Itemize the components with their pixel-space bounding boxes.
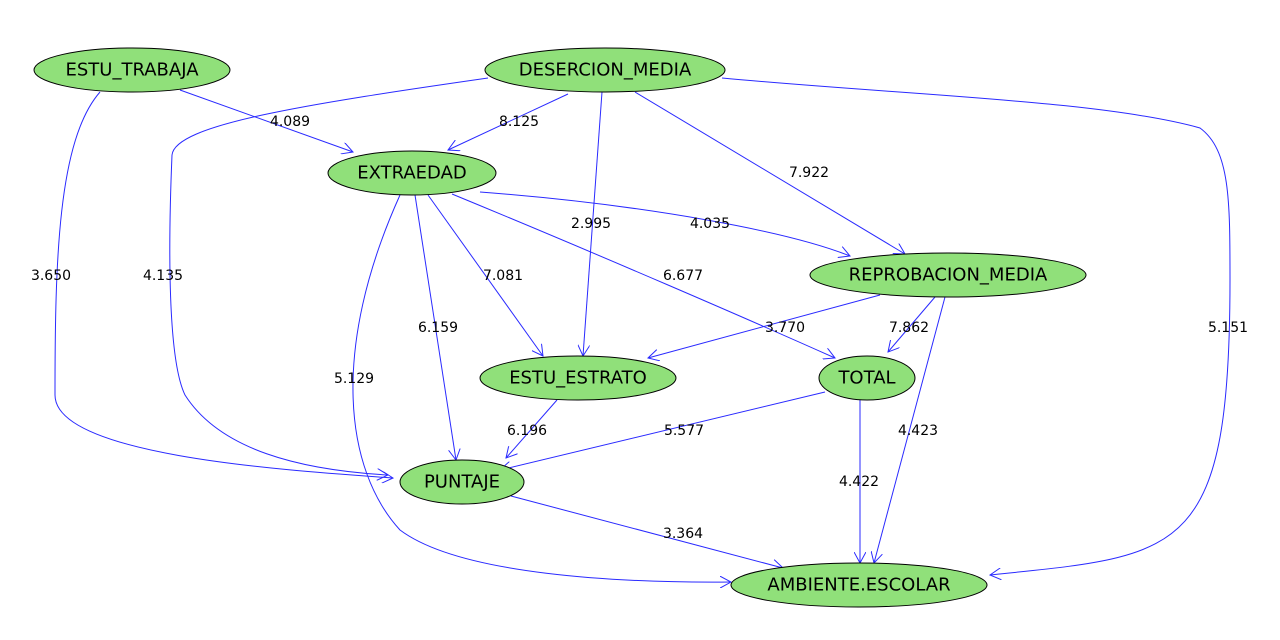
edge-total-to-puntaje <box>500 391 826 470</box>
edge-reprobacion_media-to-total <box>888 296 936 352</box>
edge-weight-label: 7.081 <box>483 268 523 284</box>
edge-weight-label: 4.423 <box>898 423 938 439</box>
node-label: TOTAL <box>837 368 895 389</box>
edge-desercion_media-to-reprobacion_media <box>634 91 905 254</box>
edge-weight-label: 3.650 <box>31 268 71 284</box>
node-label: DESERCION_MEDIA <box>519 60 692 81</box>
edge-reprobacion_media-to-ambiente_escolar <box>874 296 946 563</box>
edge-weight-label: 6.677 <box>663 268 703 284</box>
edge-desercion_media-to-estu_estrato <box>583 91 603 356</box>
edge-desercion_media-to-extraedad <box>448 93 569 150</box>
edge-weight-label: 3.364 <box>663 526 703 542</box>
edge-estu_estrato-to-puntaje <box>506 399 558 458</box>
node-estu_estrato: ESTU_ESTRATO <box>479 355 677 401</box>
node-ellipse <box>818 355 916 401</box>
edge-weight-label: 3.770 <box>765 320 805 336</box>
edge-puntaje-to-ambiente_escolar <box>510 495 783 568</box>
node-total: TOTAL <box>818 355 916 401</box>
edge-weight-label: 7.862 <box>889 320 929 336</box>
node-label: EXTRAEDAD <box>357 163 467 184</box>
node-ellipse <box>484 47 726 93</box>
node-estu_trabaja: ESTU_TRABAJA <box>33 47 231 93</box>
edge-weight-label: 4.135 <box>143 268 183 284</box>
node-desercion_media: DESERCION_MEDIA <box>484 47 726 93</box>
edge-extraedad-to-reprobacion_media <box>479 191 850 256</box>
edge-weight-label: 6.196 <box>507 423 547 439</box>
edge-extraedad-to-estu_estrato <box>427 194 543 356</box>
edge-desercion_media-to-puntaje <box>169 77 489 475</box>
edge-weight-label: 6.159 <box>418 320 458 336</box>
nodes-layer: ESTU_TRABAJA DESERCION_MEDIA EXTRAEDAD REPR… <box>33 47 1087 608</box>
node-ellipse <box>327 150 497 196</box>
node-ellipse <box>730 562 988 608</box>
node-label: ESTU_ESTRATO <box>509 368 647 389</box>
node-ellipse <box>399 459 525 505</box>
node-label: REPROBACION_MEDIA <box>849 265 1048 286</box>
edge-estu_trabaja-to-extraedad <box>179 89 353 152</box>
node-label: ESTU_TRABAJA <box>65 60 199 81</box>
edge-estu_trabaja-to-puntaje <box>54 91 393 478</box>
edge-extraedad-to-puntaje <box>414 194 456 460</box>
node-ambiente_escolar: AMBIENTE.ESCOLAR <box>730 562 988 608</box>
edge-weight-label: 2.995 <box>571 216 611 232</box>
edge-weight-label: 7.922 <box>789 165 829 181</box>
node-ellipse <box>33 47 231 93</box>
node-label: AMBIENTE.ESCOLAR <box>767 575 950 596</box>
edge-weight-label: 4.035 <box>690 216 730 232</box>
node-puntaje: PUNTAJE <box>399 459 525 505</box>
node-label: PUNTAJE <box>424 472 500 493</box>
edge-reprobacion_media-to-estu_estrato <box>648 294 881 358</box>
edge-weight-label: 5.577 <box>664 423 704 439</box>
edge-weight-label: 4.422 <box>839 474 879 490</box>
edge-weight-label: 8.125 <box>499 114 539 130</box>
edge-labels-layer: 4.089 3.650 8.125 4.135 2.995 7.922 5.151 4.035… <box>31 114 1248 542</box>
edge-weight-label: 4.089 <box>270 114 310 130</box>
node-reprobacion_media: REPROBACION_MEDIA <box>809 252 1087 298</box>
node-ellipse <box>809 252 1087 298</box>
edges-layer <box>54 77 1231 582</box>
node-ellipse <box>479 355 677 401</box>
edge-extraedad-to-total <box>451 193 835 358</box>
edge-weight-label: 5.151 <box>1208 320 1248 336</box>
edge-extraedad-to-ambiente_escolar <box>352 194 731 582</box>
node-extraedad: EXTRAEDAD <box>327 150 497 196</box>
edge-weight-label: 5.129 <box>334 371 374 387</box>
edge-desercion_media-to-ambiente_escolar <box>721 77 1231 575</box>
